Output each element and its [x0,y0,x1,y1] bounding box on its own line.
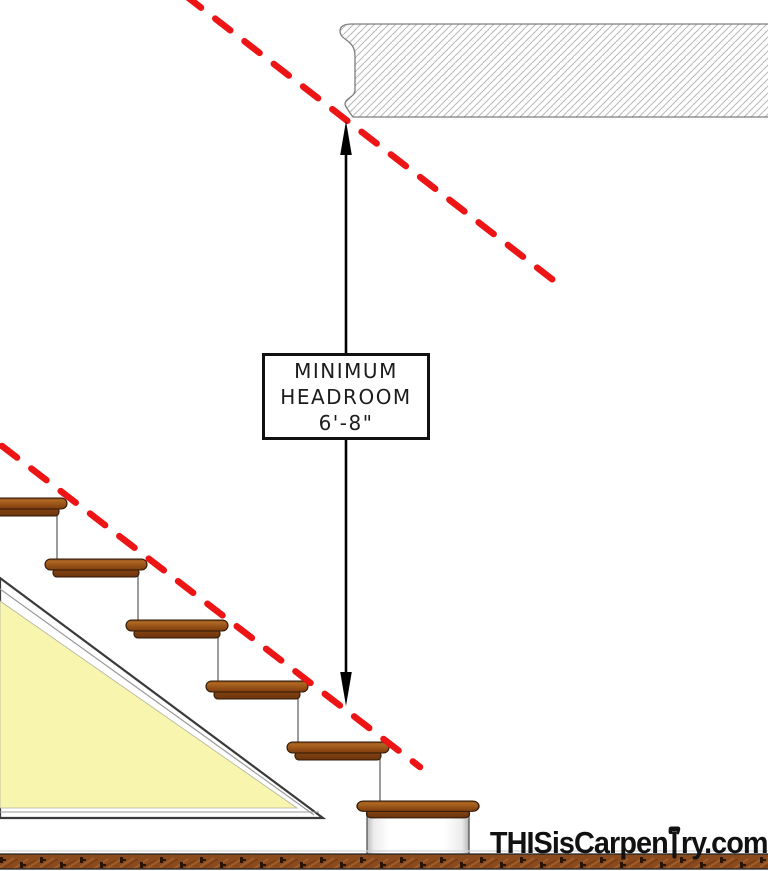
tread-4 [205,680,309,700]
logo-text-right: ry.com [681,825,768,860]
newel-cap [356,800,480,819]
label-line-dimension: 6'-8" [318,410,374,435]
hammer-icon [669,826,681,859]
tread-2 [44,558,148,578]
ceiling-header-block [339,23,768,118]
red-dashed-headroom-line [185,0,561,287]
tread-1 [0,497,68,517]
under-stair-wall-triangle [0,576,327,820]
label-line-minimum: MINIMUM [294,358,398,383]
starting-newel-drum [356,800,480,858]
arrowhead-down [340,672,352,706]
site-logo: THISisCarpen ry.com [490,825,768,860]
tread-5 [286,741,390,761]
finish-floor [0,850,768,870]
red-dashed-nosing-line [0,442,424,771]
riser-lines [56,511,381,803]
tread-3 [125,619,229,639]
label-line-headroom: HEADROOM [280,384,412,409]
logo-text-left: THISisCarpen [490,825,669,860]
arrowhead-up [340,121,352,155]
headroom-label-box: MINIMUM HEADROOM 6'-8" [262,353,430,440]
